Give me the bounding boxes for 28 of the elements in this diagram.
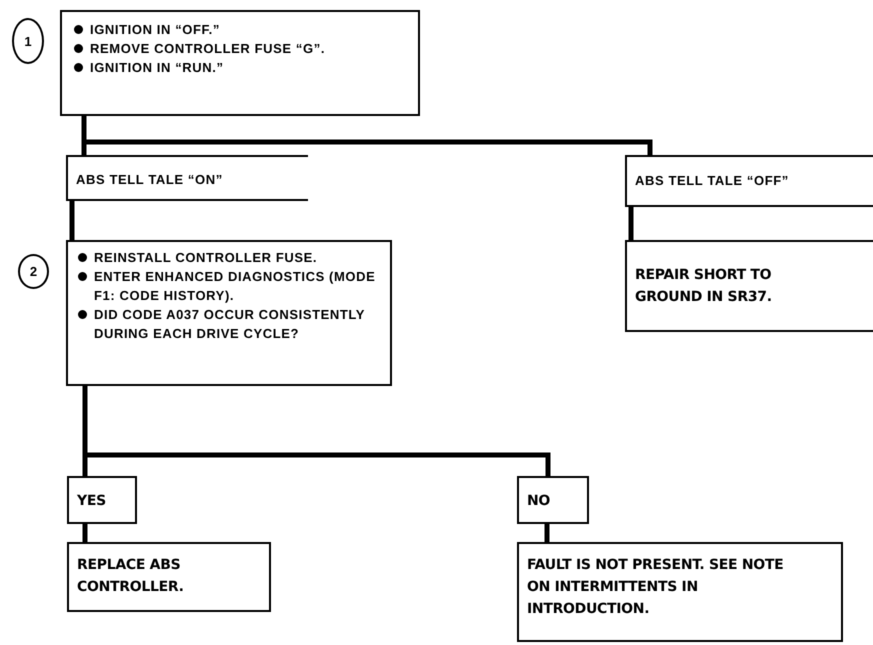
process-box (625, 155, 873, 207)
result-text: REPLACE ABS CONTROLLER. (77, 556, 185, 597)
process-box (66, 155, 308, 201)
step-number: 2 (18, 254, 49, 289)
process-box (517, 542, 843, 642)
instruction-text: REINSTALL CONTROLLER FUSE. (94, 250, 318, 265)
process-box (67, 476, 137, 524)
result-text: ABS TELL TALE “OFF” (635, 172, 790, 190)
process-box (60, 10, 420, 116)
result-text: ABS TELL TALE “ON” (76, 171, 224, 189)
connector-line (82, 524, 88, 542)
connector-line (544, 524, 550, 542)
connector-line (70, 201, 74, 240)
result-text: FAULT IS NOT PRESENT. SEE NOTE ON INTERMITTENTS IN INTRODUCTION. (527, 556, 784, 619)
connector-line (628, 207, 634, 240)
instruction-text: REMOVE CONTROLLER FUSE “G”. (90, 41, 326, 56)
step-number: 1 (12, 18, 44, 64)
process-box (625, 240, 873, 332)
process-box (66, 240, 392, 386)
process-box (67, 542, 271, 612)
result-text: REPAIR SHORT TO GROUND IN SR37. (635, 266, 773, 307)
instruction-text: DID CODE A037 OCCUR CONSISTENTLY DURING EACH DRIVE CYCLE? (94, 307, 365, 341)
answer-label: NO (527, 492, 552, 511)
process-box (517, 476, 589, 524)
instruction-text: ENTER ENHANCED DIAGNOSTICS (MODE F1: CODE HISTORY). (94, 269, 376, 303)
instruction-text: IGNITION IN “OFF.” (90, 22, 220, 37)
answer-label: YES (77, 492, 107, 511)
instruction-text: IGNITION IN “RUN.” (90, 60, 224, 75)
